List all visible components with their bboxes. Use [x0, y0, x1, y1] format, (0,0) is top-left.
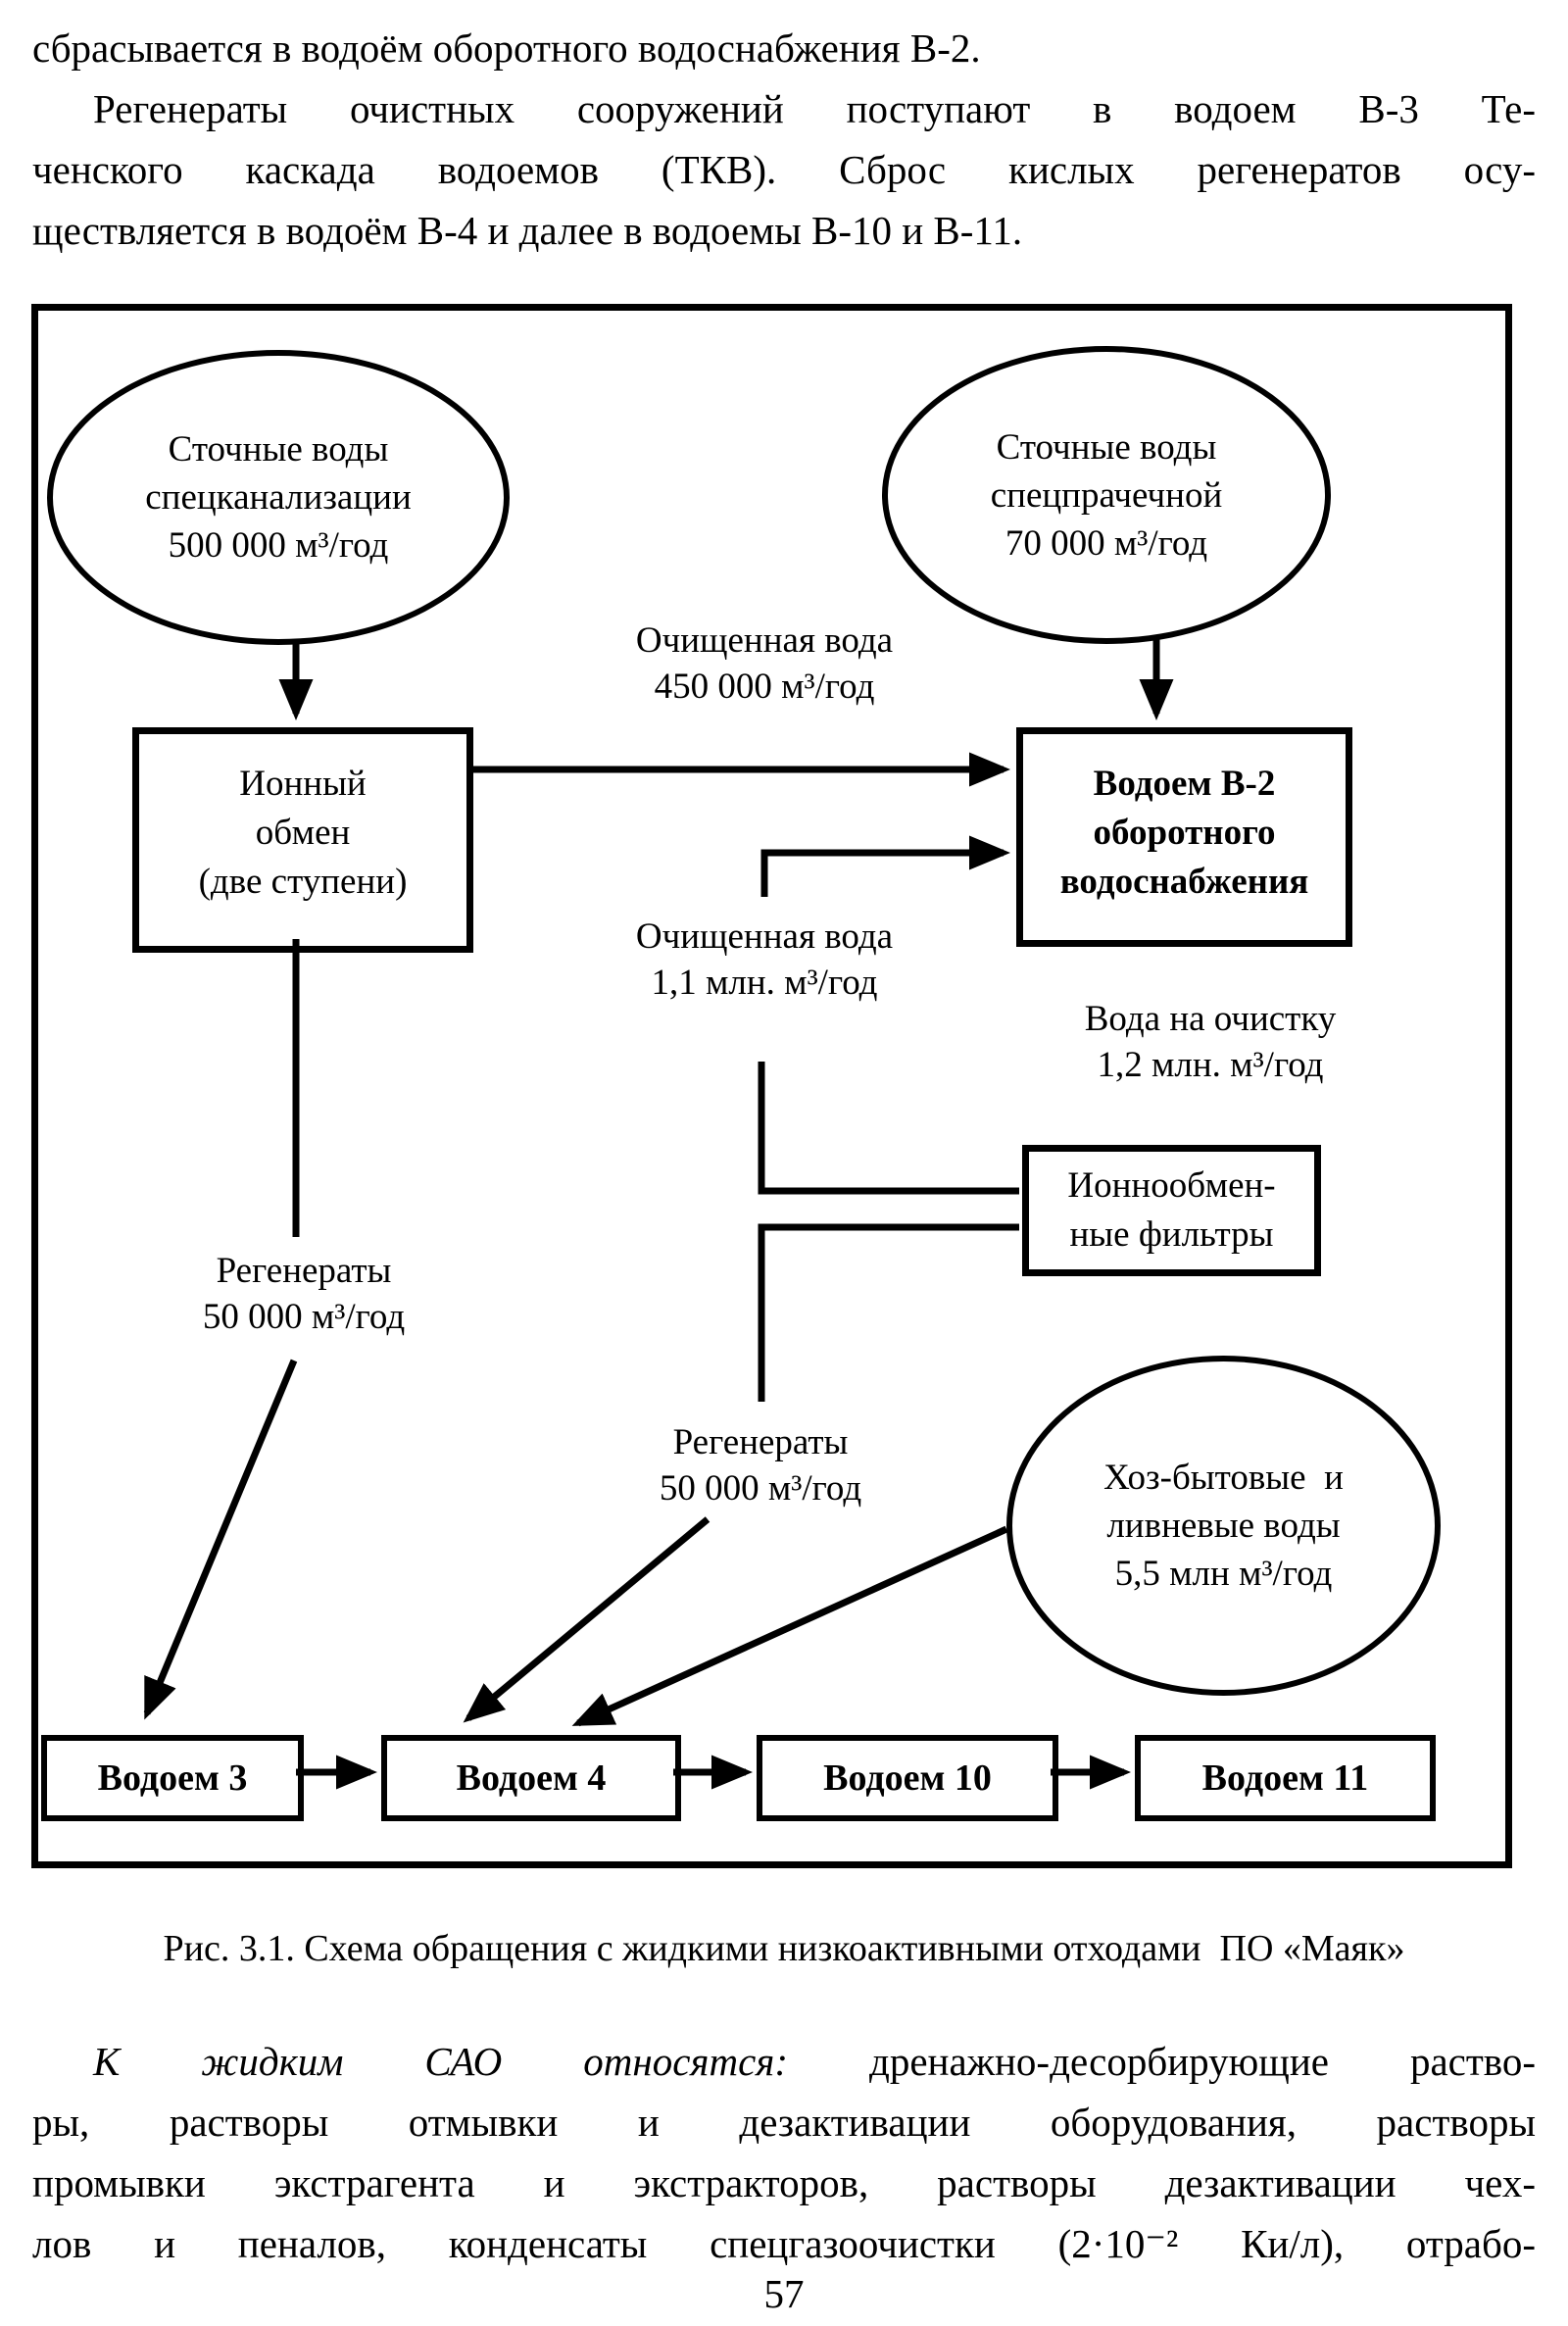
box-pond-4: Водоем 4: [381, 1735, 681, 1821]
paragraph-line: ществляется в водоём В-4 и далее в водое…: [32, 208, 1023, 253]
box-pond-b2: Водоем В-2 оборотного водоснабжения: [1016, 727, 1352, 947]
ellipse-laundry: Сточные воды спецпрачечной 70 000 м³/год: [882, 346, 1331, 644]
label-water-to-treatment: Вода на очистку 1,2 млн. м³/год: [1084, 999, 1337, 1085]
paragraph-line-rest: дренажно-десорбирующие раство-: [787, 2039, 1536, 2084]
box-pond-10: Водоем 10: [757, 1735, 1058, 1821]
box-ion-exchange: Ионный обмен (две ступени): [132, 727, 473, 953]
label-treated-water-450: Очищенная вода 450 000 м³/год: [635, 620, 894, 707]
bottom-paragraph: К жидким САО относятся: дренажно-десорби…: [32, 2031, 1536, 2274]
italic-lead-in: К жидким САО относятся:: [93, 2039, 788, 2084]
top-paragraphs: сбрасывается в водоём оборотного водосна…: [32, 18, 1536, 261]
paragraph-line: Регенераты очистных сооружений поступают…: [93, 86, 1536, 131]
paragraph-line: промывки экстрагента и экстракторов, рас…: [32, 2160, 1536, 2205]
paragraph-line: ры, растворы отмывки и дезактивации обор…: [32, 2100, 1536, 2145]
box-pond-11: Водоем 11: [1135, 1735, 1436, 1821]
figure-caption: Рис. 3.1. Схема обращения с жидкими низк…: [163, 1928, 1405, 1969]
box-pond-3: Водоем 3: [41, 1735, 304, 1821]
paragraph-line: К жидким САО относятся: дренажно-десорби…: [32, 2031, 1536, 2092]
box-ion-exchange-filters: Ионнообмен- ные фильтры: [1022, 1145, 1321, 1276]
label-treated-water-1-1: Очищенная вода 1,1 млн. м³/год: [635, 916, 894, 1003]
paragraph-line: лов и пеналов, конденсаты спецгазоочистк…: [32, 2221, 1536, 2266]
paragraph-line: ченского каскада водоемов (ТКВ). Сброс к…: [32, 147, 1536, 192]
label-regenerates-mid: Регенераты 50 000 м³/год: [659, 1422, 862, 1509]
page-number: 57: [763, 2271, 805, 2316]
label-regenerates-left: Регенераты 50 000 м³/год: [202, 1251, 406, 1337]
figure-frame: [31, 304, 1512, 1868]
ellipse-household-storm-water: Хоз-бытовые и ливневые воды 5,5 млн м³/г…: [1006, 1356, 1441, 1696]
ellipse-sewage-special: Сточные воды спецканализации 500 000 м³/…: [47, 350, 510, 645]
paragraph-line: сбрасывается в водоём оборотного водосна…: [32, 25, 981, 71]
